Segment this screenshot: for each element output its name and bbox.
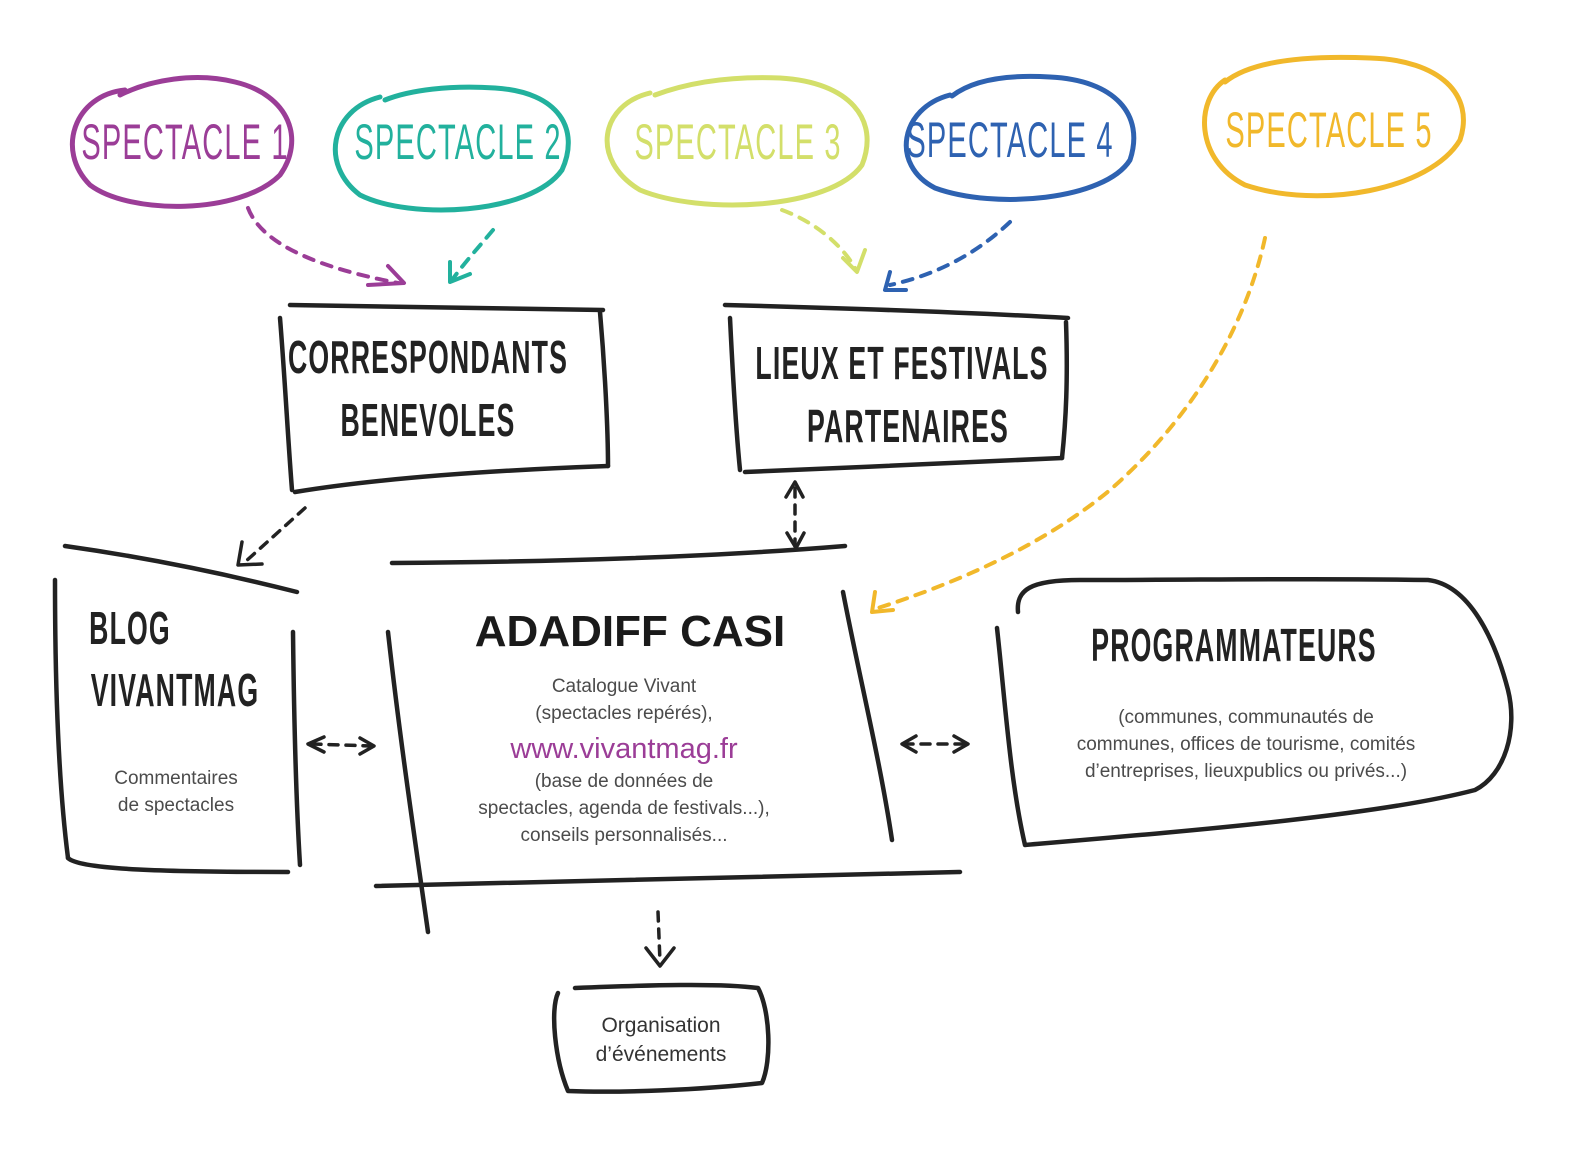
programmateurs-box [994, 576, 1514, 848]
adadiff-url-link[interactable]: www.vivantmag.fr [510, 733, 738, 765]
adadiff-line-5: conseils personnalisés... [520, 825, 728, 846]
lieux-subtitle: PARTENAIRES [806, 400, 1010, 452]
adadiff-box [373, 543, 963, 935]
spectacle-3-label: SPECTACLE 3 [634, 114, 842, 170]
spectacle-2-label: SPECTACLE 2 [354, 114, 562, 170]
arrow-spectacle-2 [450, 228, 495, 282]
arrowhead-spectacle-3 [841, 248, 867, 274]
lieux-title: LIEUX ET FESTIVALS [755, 337, 1049, 389]
organisation-box [551, 982, 771, 1094]
lieux-box [722, 302, 1071, 475]
arrow-spectacle-5 [876, 236, 1267, 610]
arrow-correspondants-blog [243, 506, 307, 564]
arrowhead-spectacle-4 [883, 270, 908, 292]
programmateurs-line-3: d’entreprises, lieuxpublics ou privés...… [1084, 761, 1408, 782]
spectacle-4-label: SPECTACLE 4 [906, 112, 1114, 168]
spectacle-5-oval [1202, 54, 1466, 199]
adadiff-line-1: Catalogue Vivant [551, 676, 697, 697]
blog-subtitle: VIVANTMAG [90, 664, 260, 716]
spectacle-4-oval [903, 73, 1137, 202]
programmateurs-line-1: (communes, communautés de [1118, 707, 1374, 728]
arrowhead-adadiff-right [900, 734, 918, 754]
arrowhead-adadiff-left [358, 736, 376, 756]
organisation-line-2: d’événements [595, 1043, 727, 1066]
arrowhead-organisation [644, 946, 676, 968]
blog-description-2: de spectacles [117, 795, 235, 816]
spectacle-2-oval [332, 84, 571, 213]
arrowhead-correspondants-blog [236, 540, 264, 567]
arrowhead-spectacle-2 [448, 260, 472, 284]
arrowhead-spectacle-5 [870, 590, 895, 614]
correspondants-subtitle: BENEVOLES [340, 394, 516, 446]
programmateurs-title: PROGRAMMATEURS [1091, 619, 1377, 671]
programmateurs-line-2: communes, offices de tourisme, comités [1076, 734, 1416, 755]
arrow-spectacle-4 [888, 220, 1012, 287]
arrowhead-spectacle-1 [366, 264, 406, 287]
arrowhead-programmateurs-left [952, 734, 970, 754]
arrowhead-adadiff-down [785, 531, 806, 550]
arrow-spectacle-1 [246, 206, 400, 285]
arrow-spectacle-3 [780, 208, 857, 270]
spectacle-5-label: SPECTACLE 5 [1225, 102, 1433, 158]
spectacle-3-oval [604, 75, 870, 208]
arrow-adadiff-organisation [656, 910, 662, 964]
spectacle-1-oval [70, 75, 295, 209]
blog-box [52, 543, 303, 875]
adadiff-title: ADADIFF CASI [474, 607, 786, 656]
organisation-line-1: Organisation [601, 1014, 721, 1037]
correspondants-title: CORRESPONDANTS [287, 331, 569, 383]
arrowhead-lieux-up [784, 480, 805, 499]
blog-description-1: Commentaires [114, 768, 238, 789]
adadiff-line-3: (base de données de [534, 771, 714, 792]
adadiff-line-4: spectacles, agenda de festivals...), [478, 798, 770, 819]
blog-title: BLOG [89, 602, 171, 654]
spectacle-1-label: SPECTACLE 1 [81, 114, 289, 170]
adadiff-line-2: (spectacles repérés), [535, 703, 713, 724]
arrowhead-blog-left [306, 735, 326, 754]
correspondants-box [277, 302, 611, 495]
arrow-blog-adadiff [310, 742, 374, 748]
